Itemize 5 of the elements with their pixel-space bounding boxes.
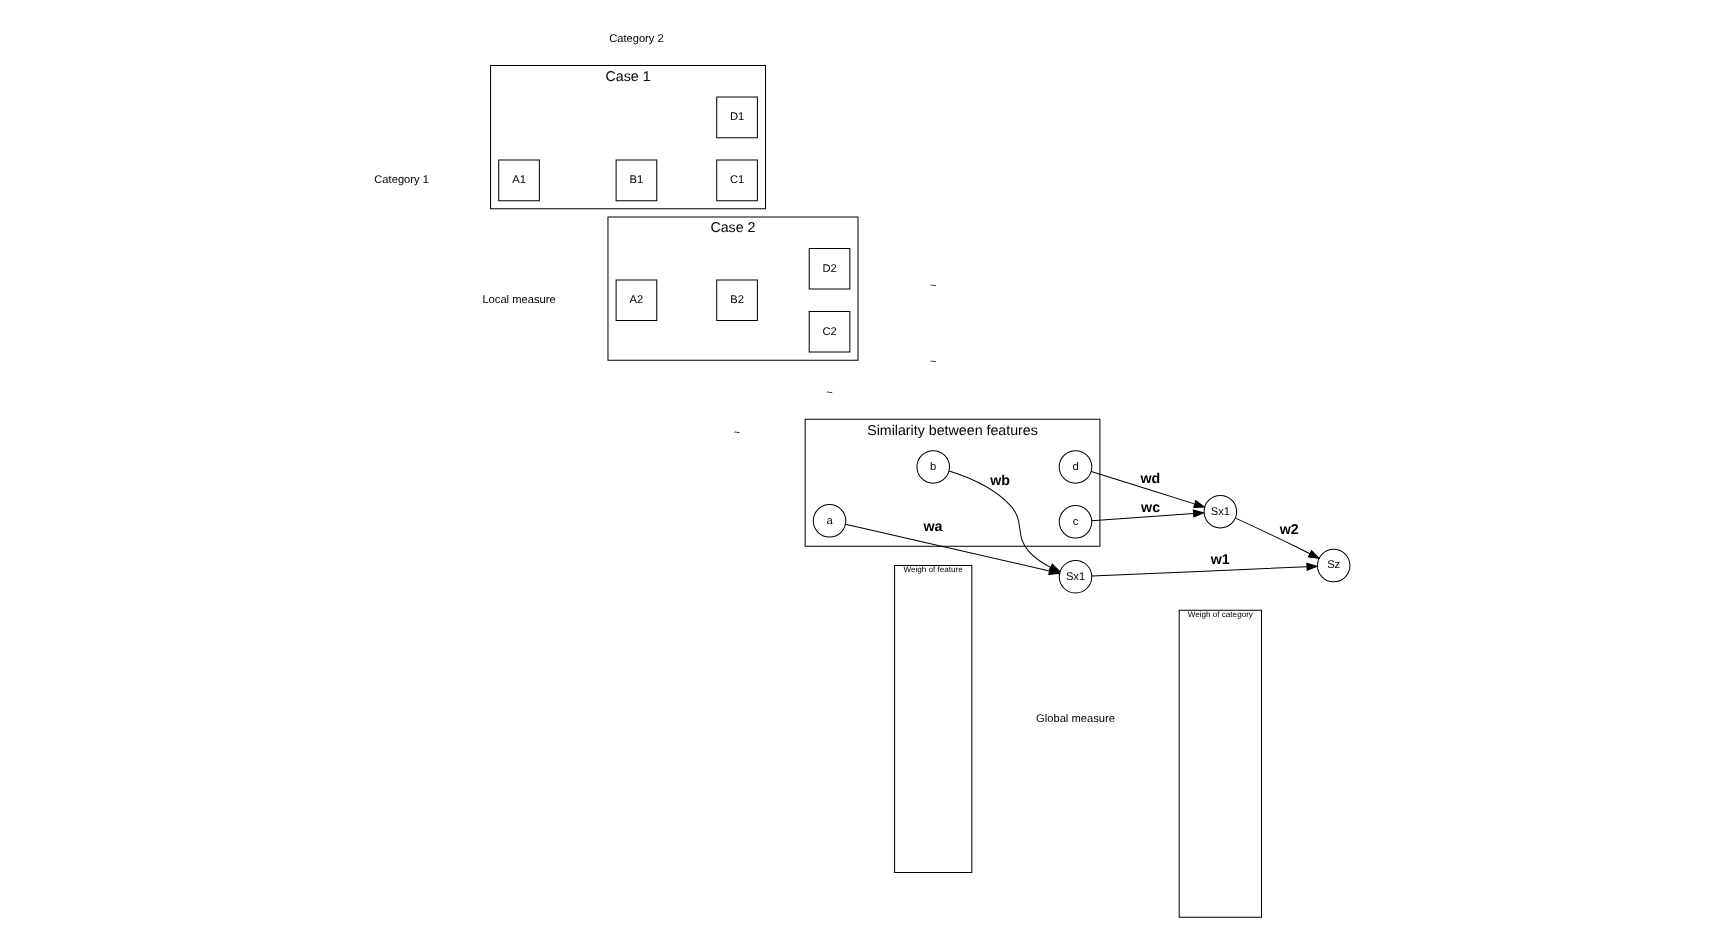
arrow: [1089, 471, 1205, 508]
arrow: [1090, 509, 1205, 522]
arrow: [947, 470, 1061, 573]
arrow: [1233, 517, 1320, 560]
arrow: [1090, 562, 1318, 577]
